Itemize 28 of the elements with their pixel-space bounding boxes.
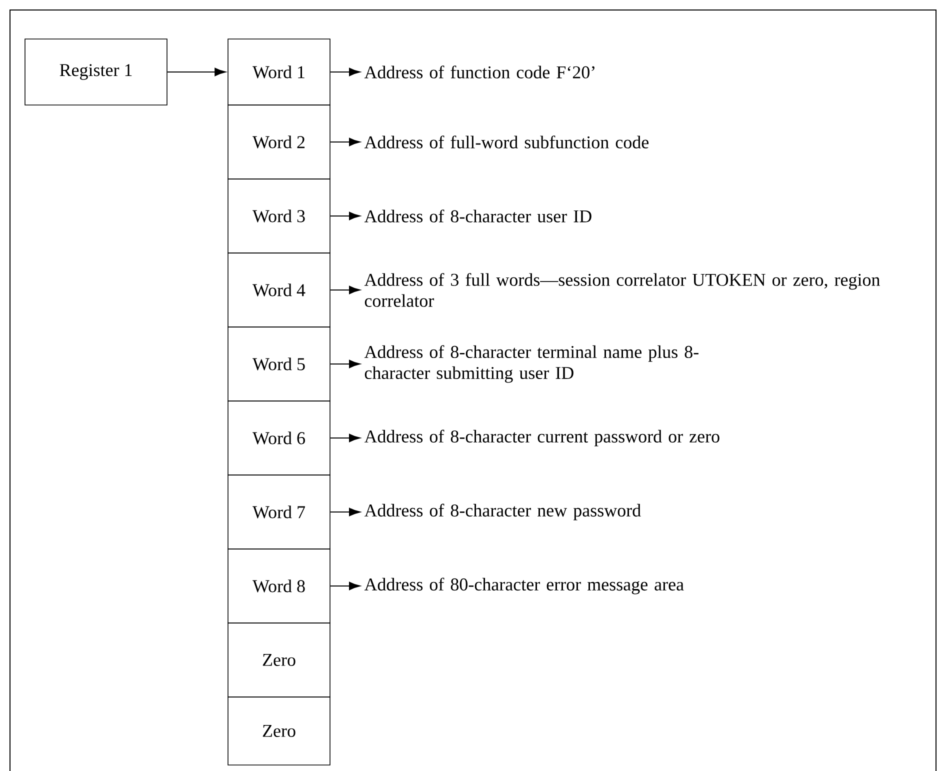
arrow [330, 286, 360, 294]
register-box: Register 1 [24, 38, 168, 106]
word-cell: Word 2 [228, 104, 330, 180]
arrow [330, 212, 360, 220]
arrow [330, 360, 360, 368]
word-cell: Word 5 [228, 326, 330, 402]
word-cell: Word 6 [228, 400, 330, 476]
address-text: Address of 8-character user ID [364, 210, 592, 222]
address-text: Address of 3 full words—session correlator UTOKEN or zero, region correlator [364, 273, 880, 307]
word-cell: Zero [228, 622, 330, 698]
arrow [166, 68, 226, 76]
address-text: Address of function code F‘20’ [364, 66, 594, 78]
word-cell: Word 8 [228, 548, 330, 624]
arrow [330, 138, 360, 146]
arrow [330, 68, 360, 76]
word-cell: Word 1 [228, 38, 330, 106]
word-cell: Word 4 [228, 252, 330, 328]
address-text: Address of full-word subfunction code [364, 136, 649, 148]
address-text: Address of 8-character new password [364, 504, 641, 520]
address-text: Address of 8-character current password or zero [364, 430, 720, 446]
address-text: Address of 8-character terminal name plus 8-character submitting user ID [364, 345, 698, 383]
arrow [330, 508, 360, 516]
word-cell: Word 3 [228, 178, 330, 254]
word-cell: Zero [228, 696, 330, 766]
word-cell: Word 7 [228, 474, 330, 550]
arrow [330, 434, 360, 442]
arrow [330, 582, 360, 590]
address-text: Address of 80-character error message area [364, 578, 684, 594]
